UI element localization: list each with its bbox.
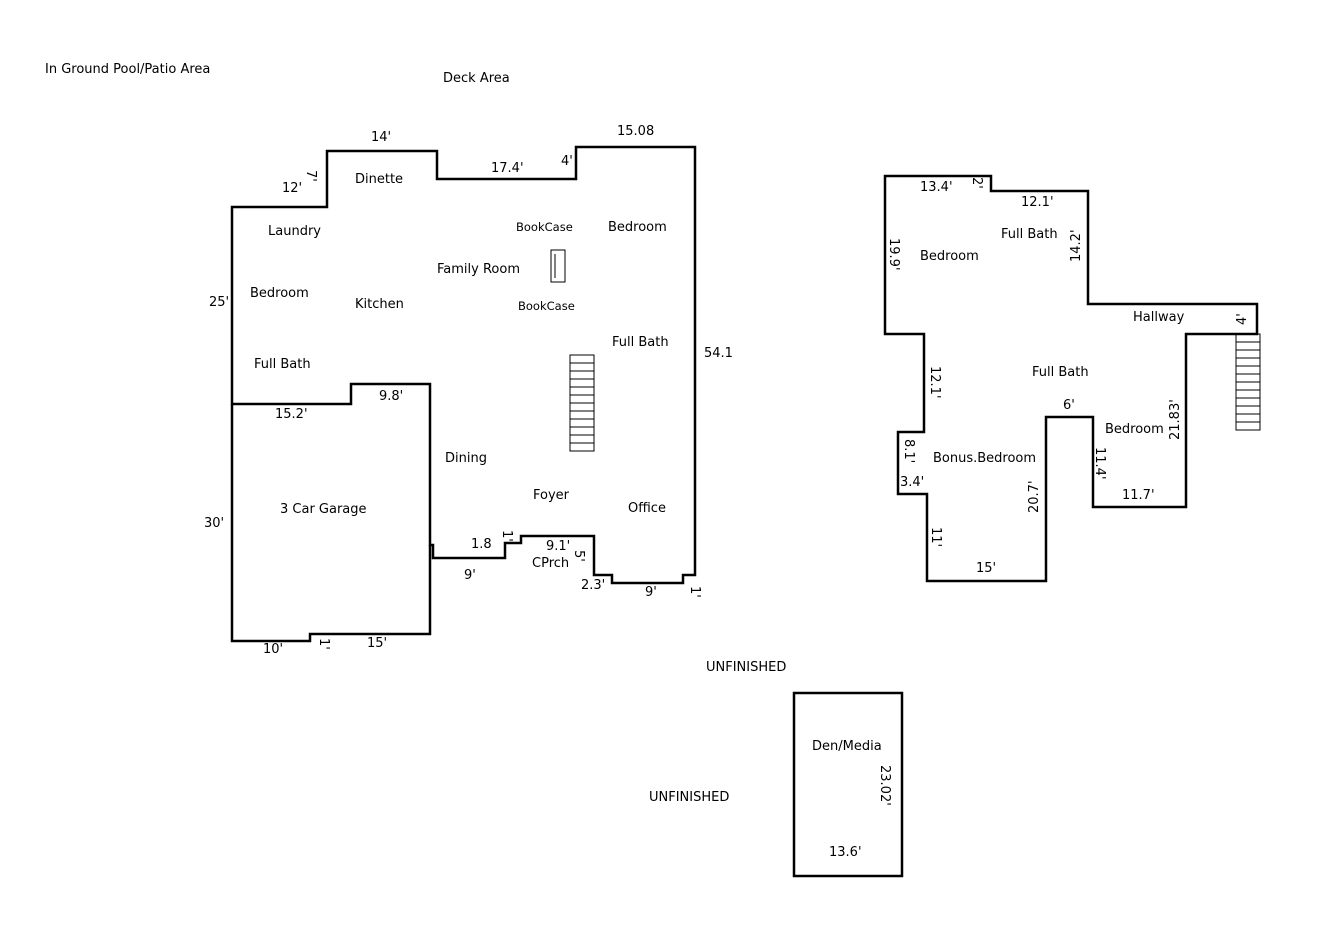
pool-patio-label: In Ground Pool/Patio Area: [45, 62, 210, 77]
room-full-bath: Full Bath: [254, 357, 311, 372]
unfinished-label: UNFINISHED: [706, 660, 786, 675]
dimension-label: 13.4': [920, 180, 953, 195]
bookcase-label: BookCase: [516, 220, 573, 234]
room-bedroom: Bedroom: [250, 286, 309, 301]
room-laundry: Laundry: [268, 224, 321, 239]
dimension-label: 3.4': [900, 475, 924, 490]
dimension-label: 12.1': [927, 366, 942, 399]
dimension-label: 12': [282, 181, 302, 196]
main-staircase: [569, 354, 595, 452]
dimension-label: 54.1: [704, 346, 733, 361]
room-bonus-bedroom: Bonus.Bedroom: [933, 451, 1036, 466]
room-dinette: Dinette: [355, 172, 403, 187]
dimension-label: 2.3': [581, 578, 605, 593]
room-full-bath: Full Bath: [1032, 365, 1089, 380]
dimension-label: 4': [561, 154, 573, 169]
dimension-label: 7': [303, 170, 318, 182]
room-family-room: Family Room: [437, 262, 520, 277]
room-foyer: Foyer: [533, 488, 570, 503]
dimension-label: 11.4': [1092, 447, 1107, 480]
dimension-label: 1.8: [471, 537, 492, 552]
bookcase-label: BookCase: [518, 299, 575, 313]
room-full-bath: Full Bath: [1001, 227, 1058, 242]
dimension-label: 11': [928, 527, 943, 547]
dimension-label: 30': [204, 516, 224, 531]
room-dining: Dining: [445, 451, 487, 466]
dimension-label: 15.08: [617, 124, 654, 139]
dimension-label: 5': [571, 550, 586, 562]
dimension-label: 8.1': [901, 439, 916, 463]
dimension-label: 19.9': [886, 238, 901, 271]
dimension-label: 6': [1063, 398, 1075, 413]
basement: Den/Media 23.02' 13.6': [792, 691, 904, 878]
dimension-label: 1': [687, 586, 702, 598]
dimension-label: 11.7': [1122, 488, 1155, 503]
dimension-label: 9.1': [546, 539, 570, 554]
room-garage: 3 Car Garage: [280, 502, 367, 517]
dimension-label: 10': [263, 642, 283, 657]
dimension-label: 21.83': [1168, 399, 1183, 440]
dimension-label: 1': [316, 638, 331, 650]
dimension-label: 25': [209, 295, 229, 310]
room-bedroom: Bedroom: [920, 249, 979, 264]
dimension-label: 15': [976, 561, 996, 576]
dimension-label: 17.4': [491, 161, 524, 176]
room-hallway: Hallway: [1133, 310, 1185, 325]
dimension-label: 9': [645, 585, 657, 600]
dimension-label: 12.1': [1021, 195, 1054, 210]
dimension-label: 15.2': [275, 407, 308, 422]
dimension-label: 15': [367, 636, 387, 651]
dimension-label: 9.8': [379, 389, 403, 404]
room-bedroom: Bedroom: [608, 220, 667, 235]
room-kitchen: Kitchen: [355, 297, 404, 312]
upper-floor-outline: [883, 174, 1259, 583]
bookcase-unit: [550, 249, 566, 283]
dimension-label: 2': [969, 177, 984, 189]
room-office: Office: [628, 501, 666, 516]
main-floor-outline: [230, 145, 697, 585]
unfinished-label: UNFINISHED: [649, 790, 729, 805]
upper-floor: Bedroom Full Bath Hallway Full Bath Bedr…: [883, 174, 1261, 583]
dimension-label: 1': [499, 530, 514, 542]
dimension-label: 4': [1235, 313, 1250, 325]
dimension-label: 13.6': [829, 845, 862, 860]
room-porch: CPrch: [532, 556, 569, 571]
main-floor: Dinette Laundry Bedroom Kitchen Full Bat…: [204, 124, 733, 657]
room-den-media: Den/Media: [812, 739, 882, 754]
dimension-label: 20.7': [1027, 480, 1042, 513]
room-bedroom: Bedroom: [1105, 422, 1164, 437]
dimension-label: 14.2': [1069, 229, 1084, 262]
garage-outline: [230, 404, 432, 643]
dimension-label: 9': [464, 568, 476, 583]
dimension-label: 14': [371, 130, 391, 145]
deck-area-label: Deck Area: [443, 71, 510, 86]
den-media-outline: [792, 691, 904, 878]
room-full-bath: Full Bath: [612, 335, 669, 350]
upper-staircase: [1235, 333, 1261, 431]
dimension-label: 23.02': [877, 765, 892, 806]
